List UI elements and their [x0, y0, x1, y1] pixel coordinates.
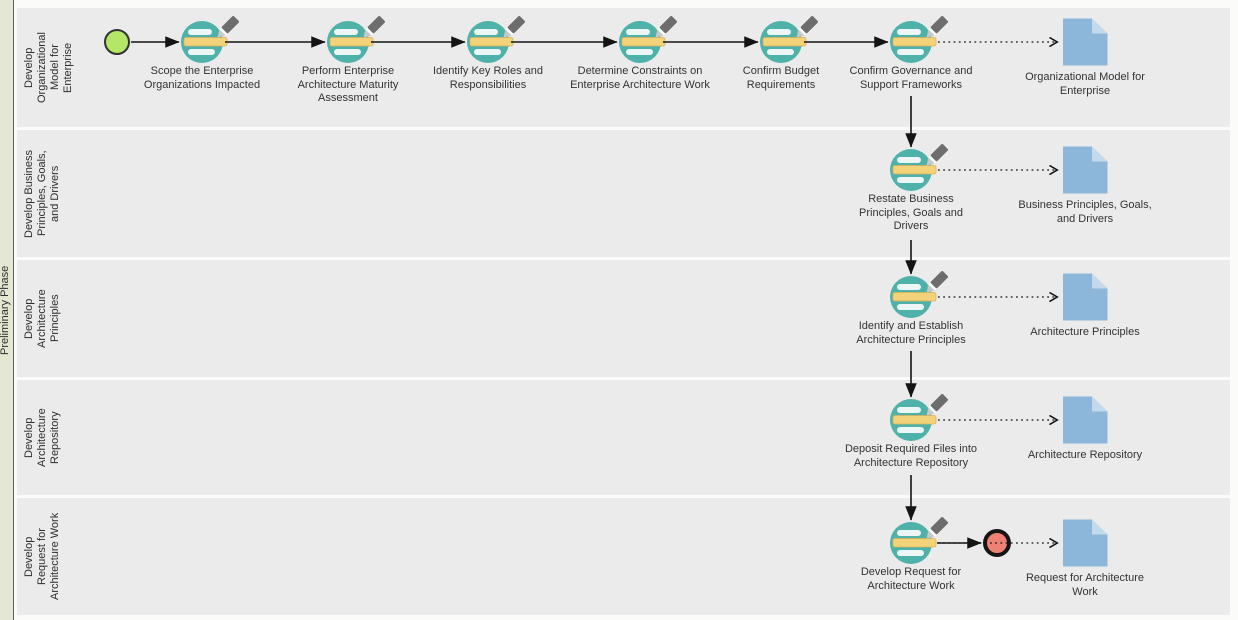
pencil-icon: [926, 271, 948, 293]
lane-label: Develop Architecture Principles: [23, 289, 61, 348]
document-icon: [1063, 18, 1108, 66]
task-label: Restate Business Principles, Goals and D…: [859, 193, 963, 232]
lane-develop-architecture-repository: Develop Architecture Repository: [17, 380, 1230, 495]
document-node[interactable]: Request for Architecture Work: [1010, 519, 1160, 599]
task-label: Scope the Enterprise Organizations Impac…: [143, 65, 261, 91]
task-label: Confirm Budget Requirements: [742, 65, 820, 91]
task-node[interactable]: Restate Business Principles, Goals and D…: [811, 144, 1011, 234]
document-label: Architecture Principles: [1030, 326, 1140, 338]
document-label: Organizational Model for Enterprise: [1025, 71, 1145, 97]
edit-task-icon: [890, 144, 948, 191]
lane-label: Develop Request for Architecture Work: [23, 512, 61, 601]
document-node[interactable]: Architecture Principles: [1010, 273, 1160, 340]
task-node[interactable]: Develop Request for Architecture Work: [811, 517, 1011, 593]
document-icon: [1063, 146, 1108, 194]
document-icon: [1063, 519, 1108, 567]
pencil-icon: [503, 16, 525, 38]
edit-task-icon: [890, 517, 948, 564]
pencil-icon: [926, 394, 948, 416]
document-icon: [1063, 396, 1108, 444]
edit-task-icon: [181, 16, 239, 63]
document-label: Request for Architecture Work: [1025, 572, 1144, 598]
task-node[interactable]: Identify and Establish Architecture Prin…: [811, 271, 1011, 347]
start-event[interactable]: [104, 29, 130, 55]
lane-develop-organizational-model: Develop Organizational Model for Enterpr…: [17, 8, 1230, 127]
pool-header: Preliminary Phase: [0, 0, 14, 620]
lane-label: Develop Organizational Model for Enterpr…: [23, 32, 74, 103]
lane-develop-business-principles: Develop Business Principles, Goals, and …: [17, 130, 1230, 257]
pencil-icon: [363, 16, 385, 38]
document-node[interactable]: Business Principles, Goals, and Drivers: [1010, 146, 1160, 226]
document-node[interactable]: Architecture Repository: [1010, 396, 1160, 463]
pencil-icon: [926, 16, 948, 38]
task-label: Determine Constraints on Enterprise Arch…: [570, 65, 710, 91]
edit-task-icon: [890, 16, 948, 63]
task-node[interactable]: Identify Key Roles and Responsibilities: [388, 16, 588, 92]
lane-label: Develop Business Principles, Goals, and …: [23, 149, 61, 238]
pencil-icon: [926, 144, 948, 166]
task-node[interactable]: Perform Enterprise Architecture Maturity…: [248, 16, 448, 106]
edit-task-icon: [327, 16, 385, 63]
task-node[interactable]: Confirm Governance and Support Framework…: [811, 16, 1011, 92]
task-node[interactable]: Confirm Budget Requirements: [681, 16, 881, 92]
pencil-icon: [796, 16, 818, 38]
edit-task-icon: [890, 271, 948, 318]
edit-task-icon: [619, 16, 677, 63]
pencil-icon: [655, 16, 677, 38]
task-label: Identify Key Roles and Responsibilities: [432, 65, 544, 91]
edit-task-icon: [890, 394, 948, 441]
task-node[interactable]: Deposit Required Files into Architecture…: [811, 394, 1011, 470]
task-label: Identify and Establish Architecture Prin…: [856, 320, 966, 346]
document-node[interactable]: Organizational Model for Enterprise: [1010, 18, 1160, 98]
task-node[interactable]: Scope the Enterprise Organizations Impac…: [102, 16, 302, 92]
task-label: Confirm Governance and Support Framework…: [849, 65, 973, 91]
task-node[interactable]: Determine Constraints on Enterprise Arch…: [540, 16, 740, 92]
pencil-icon: [217, 16, 239, 38]
task-label: Develop Request for Architecture Work: [860, 566, 962, 592]
edit-task-icon: [760, 16, 818, 63]
task-label: Deposit Required Files into Architecture…: [844, 443, 978, 469]
lane-develop-request-for-architecture-work: Develop Request for Architecture Work: [17, 498, 1230, 615]
document-label: Architecture Repository: [1027, 449, 1143, 461]
pool-label: Preliminary Phase: [0, 265, 11, 355]
pencil-icon: [926, 517, 948, 539]
lane-develop-architecture-principles: Develop Architecture Principles: [17, 260, 1230, 377]
lane-label: Develop Architecture Repository: [23, 408, 61, 467]
task-label: Perform Enterprise Architecture Maturity…: [297, 65, 399, 104]
edit-task-icon: [467, 16, 525, 63]
document-label: Business Principles, Goals, and Drivers: [1018, 199, 1152, 225]
document-icon: [1063, 273, 1108, 321]
